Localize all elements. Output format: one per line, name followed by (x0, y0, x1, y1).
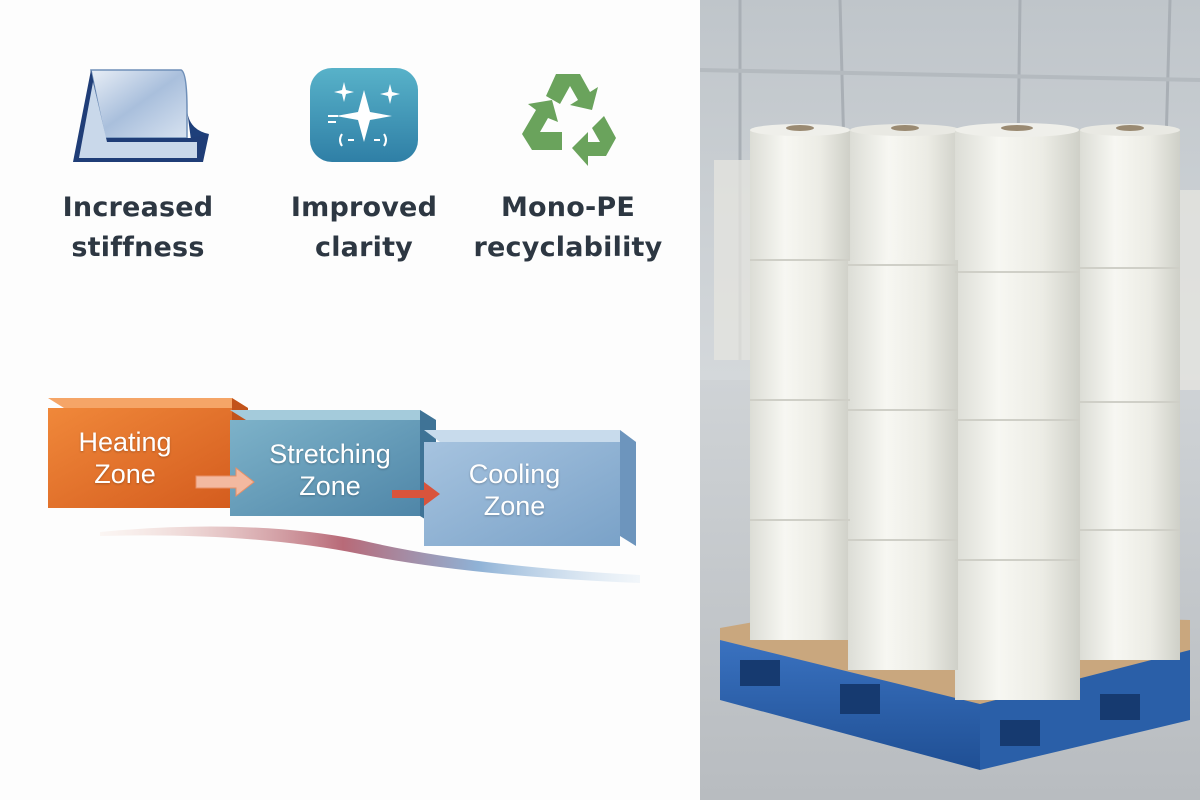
film-sheet-icon (38, 60, 238, 170)
heating-zone-label: Heating Zone (78, 427, 172, 489)
feature-mono-pe-recyclability: Mono-PE recyclability (468, 60, 668, 268)
stretching-zone-label: Stretching Zone (269, 439, 391, 501)
sparkle-clarity-icon (264, 60, 464, 170)
infographic-panel: Increased stiffness Improved clarity (0, 60, 700, 610)
film-ribbon (100, 526, 640, 583)
stretching-zone-box (230, 410, 436, 526)
arrow-stretch-to-cool (392, 482, 440, 506)
feature-label: Increased stiffness (62, 192, 214, 263)
cooling-zone-box (424, 430, 636, 546)
cooling-zone-label: Cooling Zone (468, 459, 561, 521)
process-diagram: Heating Zone Stretching Zone Cooling Zon… (0, 370, 700, 610)
recycle-icon (468, 60, 668, 170)
arrow-heat-to-stretch (195, 466, 255, 498)
feature-label: Improved clarity (290, 192, 438, 263)
feature-increased-stiffness: Increased stiffness (38, 60, 238, 268)
feature-improved-clarity: Improved clarity (264, 60, 464, 268)
feature-label: Mono-PE recyclability (473, 192, 663, 263)
warehouse-photo (700, 0, 1200, 800)
